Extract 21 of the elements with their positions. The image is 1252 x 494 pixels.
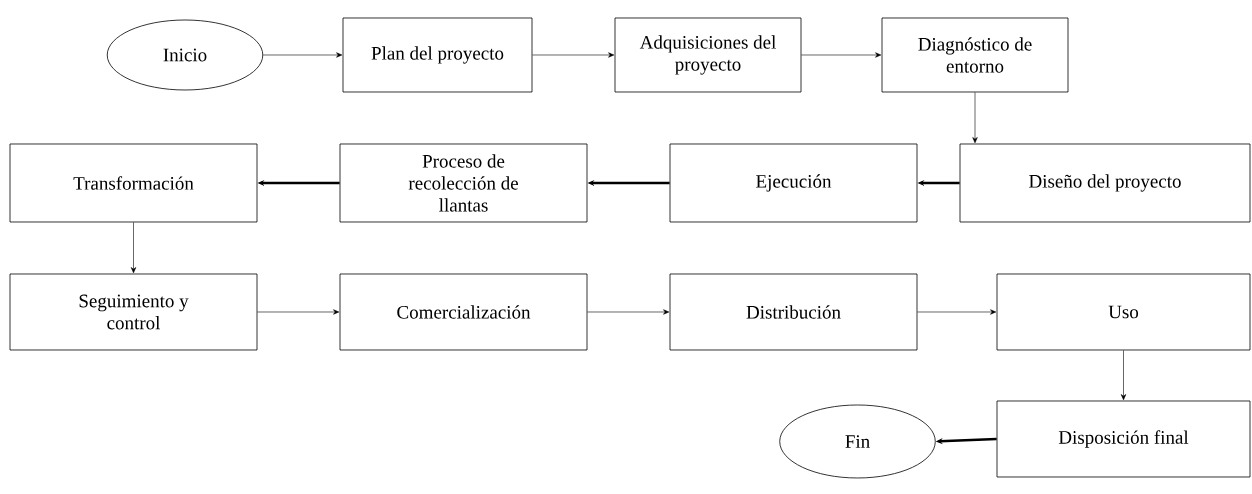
process-box: Seguimiento y control bbox=[9, 273, 258, 351]
arrow bbox=[532, 52, 615, 58]
process-box: Uso bbox=[996, 273, 1251, 351]
process-box: Proceso de recolección de llantas bbox=[339, 143, 588, 223]
arrow bbox=[972, 92, 978, 144]
process-box: Diseño del proyecto bbox=[959, 143, 1251, 223]
arrow bbox=[917, 309, 997, 315]
arrow bbox=[130, 222, 137, 274]
process-box: Distribución bbox=[669, 273, 918, 351]
process-box: Plan del proyecto bbox=[342, 17, 533, 93]
process-box: Ejecución bbox=[669, 143, 918, 223]
arrow bbox=[1120, 350, 1127, 401]
process-box: Diagnóstico de entorno bbox=[881, 17, 1069, 93]
process-box: Disposición final bbox=[996, 400, 1251, 478]
process-box: Adquisiciones del proyecto bbox=[614, 17, 802, 93]
arrow bbox=[257, 309, 340, 315]
arrow bbox=[801, 52, 882, 58]
arrow bbox=[262, 52, 343, 58]
process-box: Comercialización bbox=[339, 273, 588, 351]
arrow bbox=[587, 309, 670, 315]
process-box: Transformación bbox=[9, 143, 258, 223]
